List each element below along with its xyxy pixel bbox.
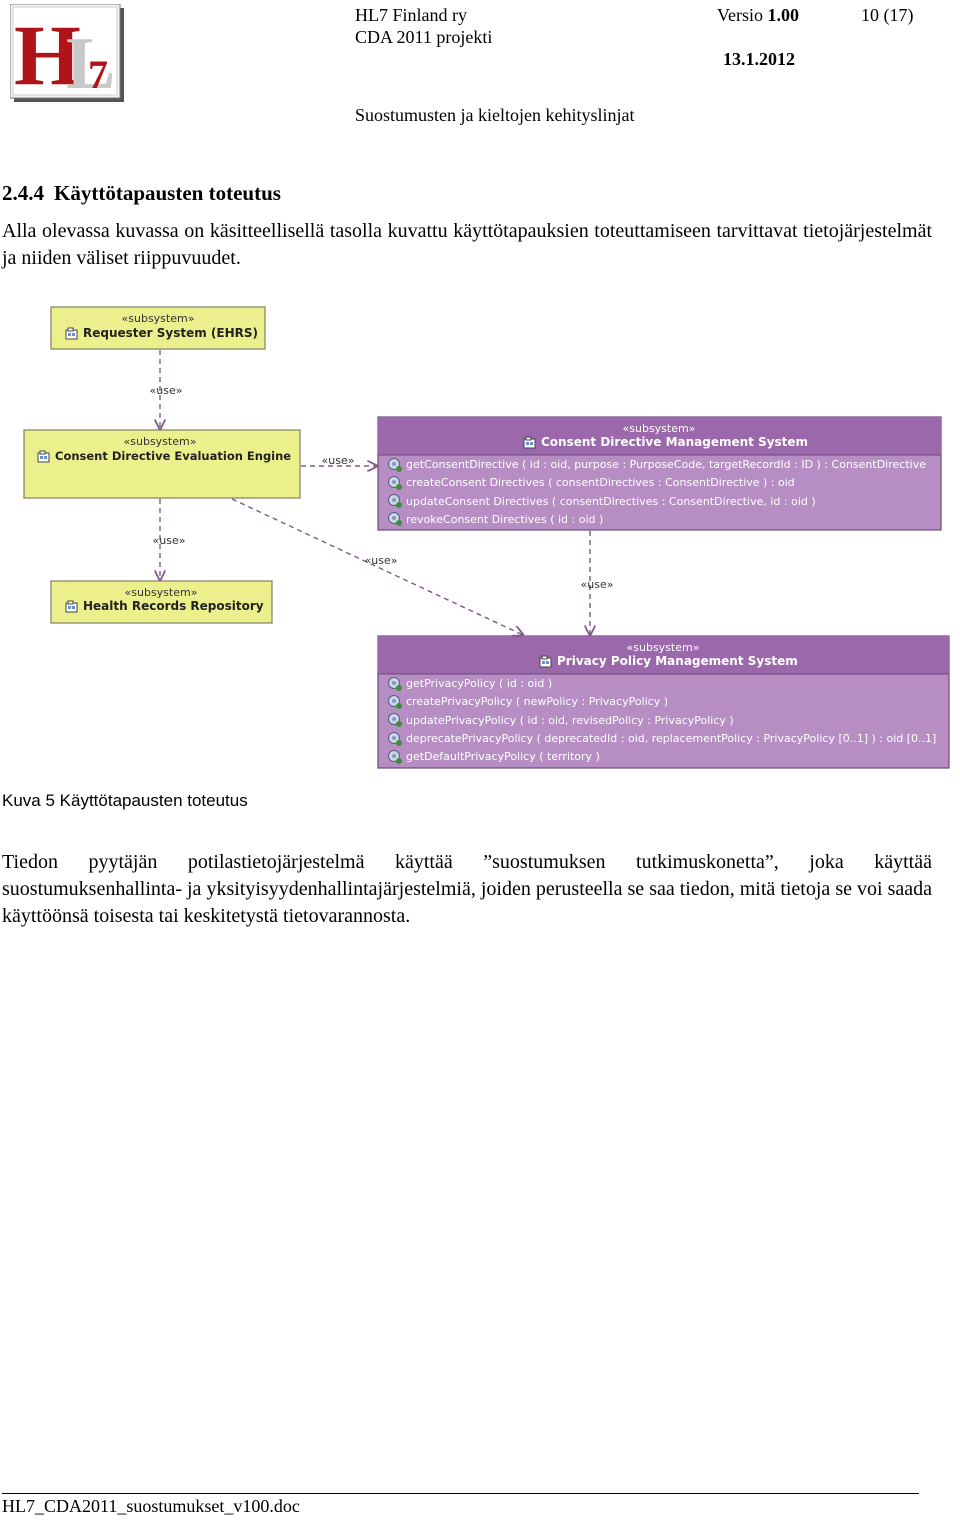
- cdms-operation: updateConsent Directives ( consentDirect…: [388, 494, 816, 509]
- cdms-op: updateConsent Directives ( consentDirect…: [406, 495, 816, 508]
- ppms-operation: getPrivacyPolicy ( id : oid ): [388, 677, 552, 692]
- intro-paragraph: Alla olevassa kuvassa on käsitteellisell…: [2, 220, 932, 269]
- logo-7: 7: [88, 52, 108, 97]
- footer-divider: [2, 1493, 919, 1494]
- use-label: «use»: [581, 578, 614, 591]
- figure-caption: Kuva 5 Käyttötapausten toteutus: [2, 791, 248, 810]
- evaluation-engine-box: «subsystem» Consent Directive Evaluation…: [23, 429, 301, 499]
- ppms-op: getPrivacyPolicy ( id : oid ): [406, 677, 552, 690]
- use-label: «use»: [322, 454, 355, 467]
- footer-filename: HL7_CDA2011_suostumukset_v100.doc: [2, 1496, 300, 1516]
- header-project: CDA 2011 projekti: [355, 27, 493, 47]
- engine-stereotype: «subsystem»: [124, 435, 197, 448]
- section-title: Käyttötapausten toteutus: [54, 181, 281, 205]
- consent-management-box: «subsystem» Consent Directive Management…: [377, 416, 942, 531]
- use-label: «use»: [153, 534, 186, 547]
- cdms-operation: revokeConsent Directives ( id : oid ): [388, 512, 603, 527]
- use-label: «use»: [365, 554, 398, 567]
- ppms-stereotype: «subsystem»: [627, 641, 700, 654]
- ppms-title: Privacy Policy Management System: [557, 654, 798, 668]
- ppms-operation: createPrivacyPolicy ( newPolicy : Privac…: [388, 695, 668, 710]
- section-heading: 2.4.4 Käyttötapausten toteutus: [2, 181, 291, 206]
- cdms-title: Consent Directive Management System: [541, 435, 808, 449]
- ppms-op: getDefaultPrivacyPolicy ( territory ): [406, 750, 600, 763]
- cdms-operation: createConsent Directives ( consentDirect…: [388, 476, 795, 491]
- ppms-op: createPrivacyPolicy ( newPolicy : Privac…: [406, 695, 668, 708]
- cdms-op: getConsentDirective ( id : oid, purpose …: [406, 458, 926, 471]
- version-label: Versio: [717, 5, 763, 25]
- ppms-operation: updatePrivacyPolicy ( id : oid, revisedP…: [388, 713, 734, 728]
- package-icon: [37, 450, 50, 463]
- header-page: 10 (17): [861, 5, 914, 25]
- uml-diagram: «subsystem» Requester System (EHRS) «sub…: [23, 306, 950, 769]
- requester-system-box: «subsystem» Requester System (EHRS): [50, 306, 266, 350]
- ppms-operation: deprecatePrivacyPolicy ( deprecatedId : …: [388, 732, 936, 747]
- cdms-op: createConsent Directives ( consentDirect…: [406, 476, 795, 489]
- health-records-box: «subsystem» Health Records Repository: [50, 580, 273, 624]
- repository-stereotype: «subsystem»: [125, 586, 198, 599]
- package-icon: [65, 327, 78, 340]
- cdms-op: revokeConsent Directives ( id : oid ): [406, 513, 603, 526]
- hl7-logo: H L 7: [10, 4, 124, 102]
- cdms-operation: getConsentDirective ( id : oid, purpose …: [388, 458, 926, 473]
- repository-name: Health Records Repository: [83, 599, 264, 613]
- header-org: HL7 Finland ry: [355, 5, 467, 25]
- privacy-management-box: «subsystem» Privacy Policy Management Sy…: [377, 635, 950, 769]
- body-paragraph: Tiedon pyytäjän potilastietojärjestelmä …: [2, 851, 932, 927]
- ppms-op: updatePrivacyPolicy ( id : oid, revisedP…: [406, 714, 734, 727]
- header-doc-title: Suostumusten ja kieltojen kehityslinjat: [355, 105, 635, 125]
- ppms-operation: getDefaultPrivacyPolicy ( territory ): [388, 750, 600, 765]
- header-version: Versio 1.00: [717, 4, 799, 26]
- requester-name: Requester System (EHRS): [83, 326, 258, 340]
- header-date: 13.1.2012: [723, 49, 795, 69]
- logo-h: H: [14, 7, 81, 102]
- version-value: 1.00: [767, 5, 800, 25]
- package-icon: [539, 655, 552, 668]
- logo-l: L: [66, 23, 115, 102]
- package-icon: [523, 436, 536, 449]
- use-label: «use»: [150, 384, 183, 397]
- cdms-stereotype: «subsystem»: [623, 422, 696, 435]
- engine-name: Consent Directive Evaluation Engine: [55, 449, 291, 463]
- ppms-op: deprecatePrivacyPolicy ( deprecatedId : …: [406, 732, 936, 745]
- requester-stereotype: «subsystem»: [122, 312, 195, 325]
- package-icon: [65, 600, 78, 613]
- section-number: 2.4.4: [2, 181, 44, 205]
